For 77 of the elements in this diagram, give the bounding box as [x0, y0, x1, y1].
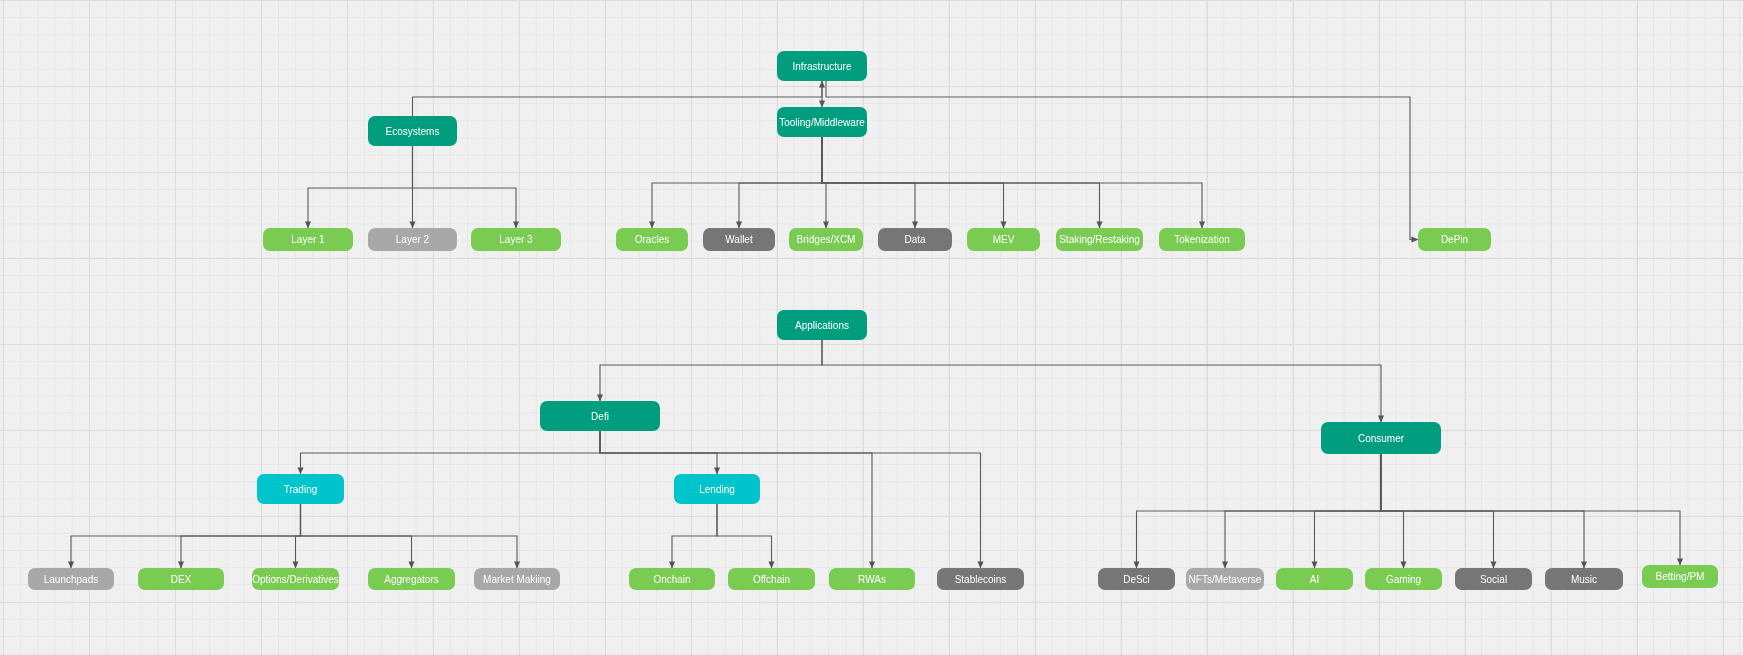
- category-box: [967, 228, 1040, 251]
- category-box: [1056, 228, 1143, 251]
- category-label: Market Makiing: [483, 573, 551, 585]
- category-box: [1545, 568, 1623, 590]
- category-box: [263, 228, 353, 251]
- connector-arrow: [825, 80, 1419, 243]
- connector-arrow: [818, 80, 826, 108]
- category-label: Consumer: [1357, 432, 1405, 444]
- category-box: [789, 228, 863, 251]
- category-box: [629, 568, 715, 590]
- category-box: [1418, 228, 1491, 251]
- category-label: Tooling/Middleware: [779, 116, 865, 128]
- category-box: [28, 568, 114, 590]
- category-box: [368, 568, 455, 590]
- category-box: [703, 228, 775, 251]
- category-box: [1321, 422, 1441, 454]
- category-label: Music: [1570, 573, 1598, 585]
- category-box: [138, 568, 224, 590]
- category-box: [777, 51, 867, 81]
- category-label: Layer 1: [291, 234, 325, 245]
- category-label: Bridges/XCM: [796, 234, 856, 245]
- category-label: Offchain: [752, 573, 791, 585]
- category-box: [474, 568, 560, 590]
- category-box: [1098, 568, 1175, 590]
- category-label: Layer 3: [499, 234, 533, 245]
- category-box: [728, 568, 815, 590]
- connector-arrow: [411, 145, 520, 229]
- category-label: Betting/PM: [1655, 571, 1705, 582]
- category-box: [257, 474, 344, 504]
- category-label: MEV: [992, 234, 1015, 245]
- category-box: [540, 401, 660, 431]
- category-box: [878, 228, 952, 251]
- category-box: [1365, 568, 1442, 590]
- category-label: RWAs: [858, 573, 886, 585]
- category-box: [471, 228, 561, 251]
- category-label: DeSci: [1123, 573, 1150, 585]
- category-label: Applications: [795, 319, 849, 331]
- category-box: [777, 107, 867, 137]
- category-box: [368, 228, 457, 251]
- category-label: Gaming: [1386, 573, 1421, 585]
- category-label: Defi: [591, 410, 609, 422]
- category-label: Launchpads: [43, 573, 99, 585]
- connector-arrow: [599, 430, 984, 569]
- connector-arrow: [299, 503, 521, 569]
- category-label: Trading: [283, 483, 318, 495]
- category-box: [1455, 568, 1532, 590]
- category-box: [829, 568, 915, 590]
- category-box: [1186, 568, 1264, 590]
- category-box: [1276, 568, 1353, 590]
- category-label: Stablecoins: [954, 573, 1007, 585]
- category-label: NFTs/Metaverse: [1188, 573, 1262, 585]
- category-box: [252, 568, 339, 590]
- category-label: Wallet: [725, 234, 753, 245]
- category-label: Aggregators: [384, 573, 439, 585]
- category-label: Social: [1479, 573, 1508, 585]
- category-box: [368, 116, 457, 146]
- category-box: [777, 310, 867, 340]
- category-label: Staking/Restaking: [1059, 234, 1140, 245]
- category-label: Layer 2: [395, 234, 430, 245]
- category-label: Onchain: [653, 573, 691, 585]
- category-label: Lending: [699, 483, 735, 495]
- category-box: [937, 568, 1024, 590]
- category-box: [1642, 565, 1718, 588]
- category-label: DEX: [170, 573, 192, 585]
- category-label: Ecosystems: [385, 125, 440, 137]
- category-label: Options/Derivatives: [252, 573, 339, 585]
- category-label: DePin: [1440, 234, 1469, 245]
- category-box: [616, 228, 688, 251]
- category-label: AI: [1309, 573, 1320, 585]
- category-box: [1159, 228, 1245, 251]
- connector-arrow: [821, 339, 1385, 423]
- category-box: [674, 474, 760, 504]
- connector-arrow: [716, 503, 775, 569]
- category-label: Oracles: [634, 234, 670, 245]
- category-label: Data: [904, 234, 926, 245]
- category-label: Tokenization: [1174, 234, 1230, 245]
- category-label: Infrastructure: [792, 60, 852, 72]
